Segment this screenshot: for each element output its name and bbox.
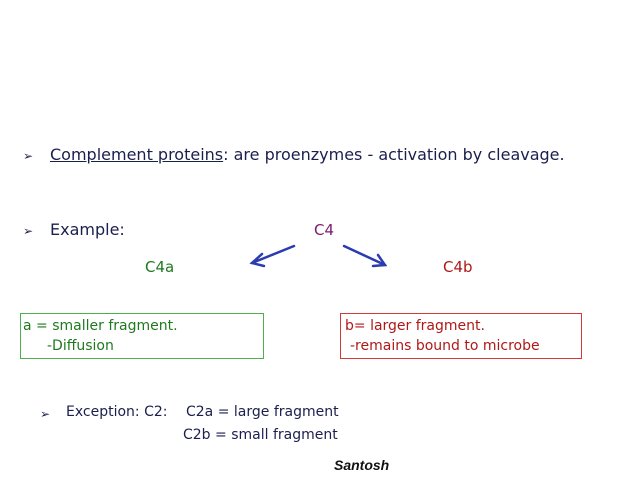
exception-label: Exception: C2: <box>66 404 168 420</box>
fragment-b-box: b= larger fragment. -remains bound to mi… <box>340 313 582 359</box>
fragment-a-box: a = smaller fragment. -Diffusion <box>20 313 264 359</box>
definition-line: Complement proteins: are proenzymes - ac… <box>50 145 565 164</box>
fragment-a-line2: -Diffusion <box>47 338 114 354</box>
author-name: Santosh <box>334 457 390 473</box>
fragment-b-line1: b= larger fragment. <box>345 318 485 334</box>
bullet-icon: ➢ <box>23 224 34 238</box>
bullet-icon: ➢ <box>23 149 34 163</box>
definition-text: : are proenzymes - activation by cleavag… <box>223 145 565 164</box>
left-arrow-icon <box>249 244 296 268</box>
c4a-label: C4a <box>145 258 175 276</box>
example-label: Example: <box>50 220 125 239</box>
term-complement-proteins: Complement proteins <box>50 145 224 164</box>
exception-line2: C2b = small fragment <box>183 427 338 443</box>
fragment-a-line1: a = smaller fragment. <box>23 318 178 334</box>
fragment-b-line2: -remains bound to microbe <box>350 338 540 354</box>
right-arrow-icon <box>342 244 388 268</box>
c4-label: C4 <box>314 221 335 239</box>
exception-line1: C2a = large fragment <box>186 404 339 420</box>
cleavage-arrows <box>249 244 388 268</box>
bullet-icon: ➢ <box>40 407 51 421</box>
c4b-label: C4b <box>443 258 473 276</box>
